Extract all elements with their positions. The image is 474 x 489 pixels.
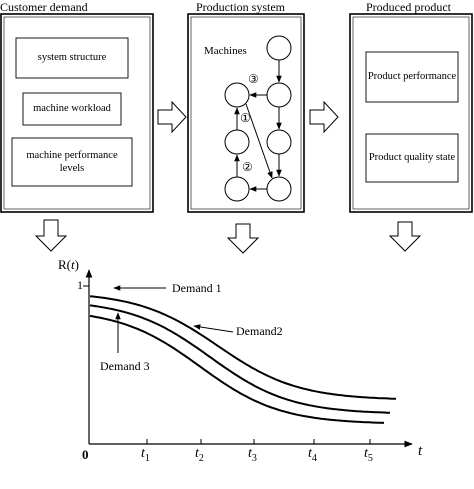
legend-demand-2: Demand2 [236,324,283,338]
product-performance-box [365,51,459,103]
reliability-curve-1 [89,295,397,400]
machine-performance-label: machine performance levels [26,149,118,174]
flow-arrow [245,103,273,179]
flow-arrow-right [157,100,187,134]
product-quality-box [365,133,459,183]
product-performance-label: Product performance [367,71,457,83]
production-system-panel [187,13,305,213]
machine-node [266,35,292,61]
system-structure-label: system structure [37,52,107,64]
produced-product-title: Produced product [366,0,451,14]
marker-2: ② [242,160,253,174]
marker-1: ① [240,111,251,125]
origin-label: 0 [82,447,89,462]
x-tick-label: t1 [141,446,150,464]
x-ticks [146,439,371,444]
x-axis-label: t [418,443,423,459]
flow-arrow-down [226,223,260,254]
produced-product-panel [349,13,473,213]
x-tick-label: t4 [308,446,317,464]
marker-3: ③ [248,72,259,86]
machine-node [266,129,292,155]
callout-arrow-demand-2 [193,324,234,333]
reliability-curve-3 [89,314,385,424]
reliability-curve-2 [89,304,390,414]
flow-arrow-down [388,221,422,252]
legend-demand-3: Demand 3 [100,359,150,373]
machines-label: Machines [204,45,247,57]
machine-workload-label: machine workload [33,103,111,115]
legend-demand-1: Demand 1 [172,281,222,295]
y-axis-label: R(t) [58,257,79,272]
machine-node [224,129,250,155]
customer-demand-title: Customer demand [0,0,88,14]
machine-network [224,35,292,202]
y-tick-label: 1 [77,278,83,292]
reliability-curves [89,295,397,424]
x-tick-label: t3 [248,446,257,464]
x-tick-label: t5 [364,446,373,464]
machine-node [266,82,292,108]
machine-node [224,82,250,108]
machine-node [224,176,250,202]
system-structure-box [15,37,129,79]
x-tick-label: t2 [195,446,204,464]
customer-demand-panel [0,13,154,213]
production-system-title: Production system [196,0,285,14]
machine-workload-box [22,92,122,126]
machine-node [266,176,292,202]
product-quality-label: Product quality state [368,152,456,164]
flow-arrow-right [309,100,339,134]
machine-performance-box [11,137,133,187]
flow-arrow-down [34,219,68,252]
